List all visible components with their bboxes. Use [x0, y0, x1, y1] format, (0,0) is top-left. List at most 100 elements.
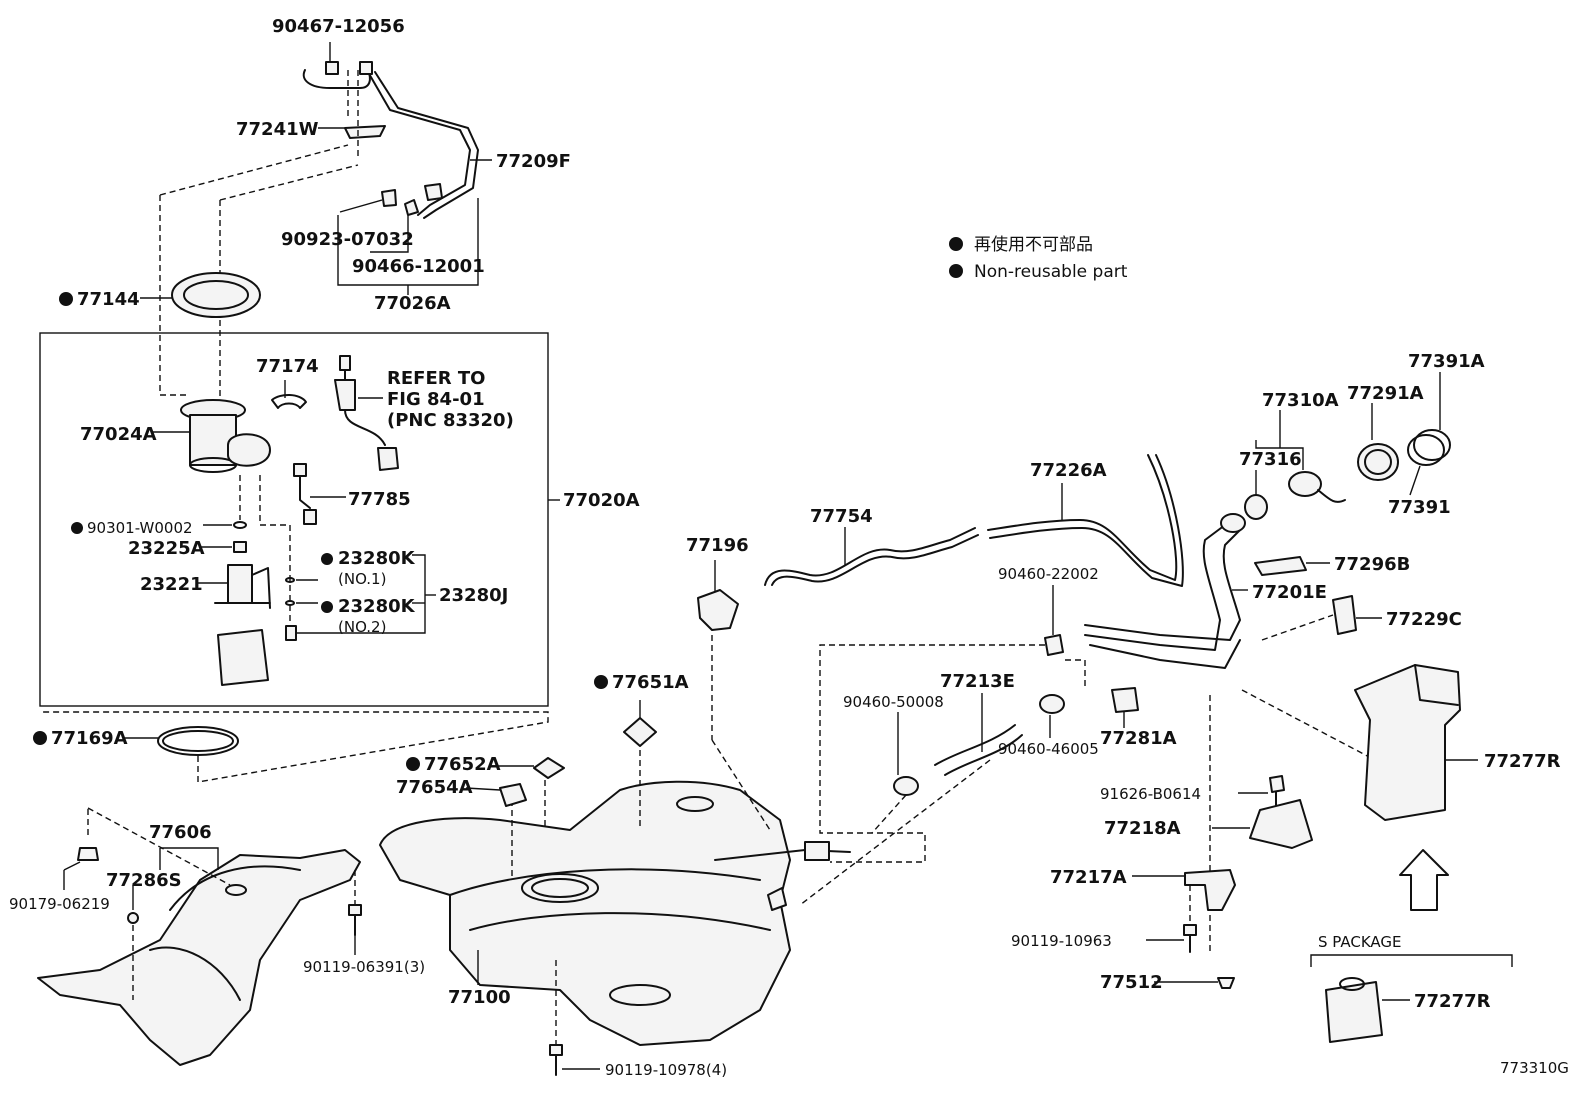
- bracket-77241w-icon: [344, 125, 386, 139]
- label-77310a: 77310A: [1262, 390, 1339, 411]
- filler-opening-icon: [676, 796, 714, 812]
- label-s-package: S PACKAGE: [1318, 933, 1402, 951]
- label-77026a: 77026A: [374, 293, 451, 314]
- figure-id: 773310G: [1500, 1059, 1569, 1077]
- legend-english: Non-reusable part: [974, 262, 1128, 282]
- vent-hoses: [764, 454, 1184, 587]
- fuel-pump-parts: [152, 355, 436, 686]
- label-23280j: 23280J: [439, 585, 508, 606]
- bolt-head-icon: [1269, 775, 1285, 793]
- label-77277r-s-package: 77277R: [1414, 991, 1491, 1012]
- label-77391a: 77391A: [1408, 351, 1485, 372]
- hose-77213e-icon: [934, 724, 1016, 766]
- band-77217a-icon: [1184, 869, 1236, 911]
- label-refer-line-2: FIG 84-01: [387, 389, 485, 410]
- fuel-tank: [379, 635, 851, 1076]
- heat-insulator: [37, 807, 362, 1066]
- label-77218a: 77218A: [1104, 818, 1181, 839]
- label-90460-22002: 90460-22002: [998, 565, 1099, 583]
- clip-icon: [77, 847, 99, 861]
- label-refer-line-1: REFER TO: [387, 368, 485, 389]
- label-77024a: 77024A: [80, 424, 157, 445]
- label-refer-line-3: (PNC 83320): [387, 410, 514, 431]
- legend-japanese: 再使用不可部品: [974, 234, 1093, 255]
- fuel-tube-assembly: [159, 42, 492, 400]
- o-ring-icon: [285, 600, 295, 606]
- label-77277r: 77277R: [1484, 751, 1561, 772]
- label-90460-46005: 90460-46005: [998, 740, 1099, 758]
- label-77201e: 77201E: [1252, 582, 1327, 603]
- label-90119-06391: 90119-06391(3): [303, 958, 425, 976]
- lock-ring-icon: [171, 272, 261, 318]
- filler-protector: [1354, 664, 1478, 911]
- float-icon: [377, 447, 399, 471]
- valve-icon: [381, 189, 397, 207]
- label-77144: 77144: [77, 289, 140, 310]
- label-77213e: 77213E: [940, 671, 1015, 692]
- label-90923-07032: 90923-07032: [281, 229, 414, 250]
- protector-77277r-s-icon: [1325, 981, 1383, 1043]
- fuel-cap-icon: [1288, 471, 1322, 497]
- pump-opening-icon: [521, 873, 599, 903]
- ring-77391a-icon: [1413, 429, 1451, 461]
- label-23225a: 23225A: [128, 538, 205, 559]
- label-77291a: 77291A: [1347, 383, 1424, 404]
- label-77296b: 77296B: [1334, 554, 1410, 575]
- label-23280k-no1: 23280K: [338, 548, 416, 569]
- retainer-77174-icon: [271, 394, 307, 409]
- label-no1: (NO.1): [338, 570, 386, 588]
- o-ring-icon: [233, 521, 247, 529]
- clamp-icon: [404, 199, 419, 216]
- bolt-head-icon: [1183, 924, 1197, 936]
- lock-ring: [59, 272, 261, 318]
- non-reusable-dot-icon: [406, 757, 420, 771]
- label-77174: 77174: [256, 356, 319, 377]
- label-77652a: 77652A: [424, 754, 501, 775]
- label-plate-icon: [623, 717, 657, 747]
- tube-upper-icon: [302, 69, 371, 89]
- bolt-head-icon: [348, 904, 362, 916]
- hose-clamp-icon: [1039, 694, 1065, 714]
- label-77286s: 77286S: [106, 870, 182, 891]
- hose-clamp-icon: [893, 776, 919, 796]
- hose-clamp-icon: [1044, 634, 1064, 656]
- arrow-up-icon: [1399, 849, 1449, 911]
- pump-filter-icon: [227, 433, 271, 467]
- wire-harness-icon: [299, 469, 311, 509]
- grommet-icon: [127, 912, 139, 924]
- label-77100: 77100: [448, 987, 511, 1008]
- non-reusable-dot-icon: [949, 237, 963, 251]
- protector-icon: [697, 589, 739, 631]
- label-90179-06219: 90179-06219: [9, 895, 110, 913]
- label-77209f: 77209F: [496, 151, 571, 172]
- tube-77226a-icon: [987, 454, 1178, 581]
- non-reusable-dot-icon: [59, 292, 73, 306]
- label-77654a: 77654A: [396, 777, 473, 798]
- label-23280k-no2: 23280K: [338, 596, 416, 617]
- label-90301-w0002: 90301-W0002: [87, 519, 193, 537]
- o-ring-icon: [285, 577, 295, 583]
- clip-77512-icon: [1217, 977, 1235, 989]
- connector-icon: [424, 183, 443, 201]
- label-77316: 77316: [1239, 449, 1302, 470]
- tube-main-icon: [367, 71, 471, 216]
- filler-pipe-assembly: [799, 372, 1451, 989]
- label-77785: 77785: [348, 489, 411, 510]
- legend: 再使用不可部品 Non-reusable part: [949, 234, 1128, 282]
- gasket-icon: [157, 726, 239, 756]
- pressure-regulator-icon: [285, 625, 297, 641]
- label-77169a: 77169A: [51, 728, 128, 749]
- protector: [697, 560, 739, 631]
- label-77512: 77512: [1100, 972, 1163, 993]
- tube-main-outline-icon: [374, 71, 479, 219]
- clip-icon: [359, 61, 373, 75]
- tag-icon: [533, 757, 565, 779]
- connector-icon: [339, 355, 351, 371]
- label-23221: 23221: [140, 574, 203, 595]
- s-package-group: [1310, 954, 1513, 1043]
- label-90467-12056: 90467-12056: [272, 16, 405, 37]
- gasket: [33, 711, 549, 783]
- label-77226a: 77226A: [1030, 460, 1107, 481]
- label-77651a: 77651A: [612, 672, 689, 693]
